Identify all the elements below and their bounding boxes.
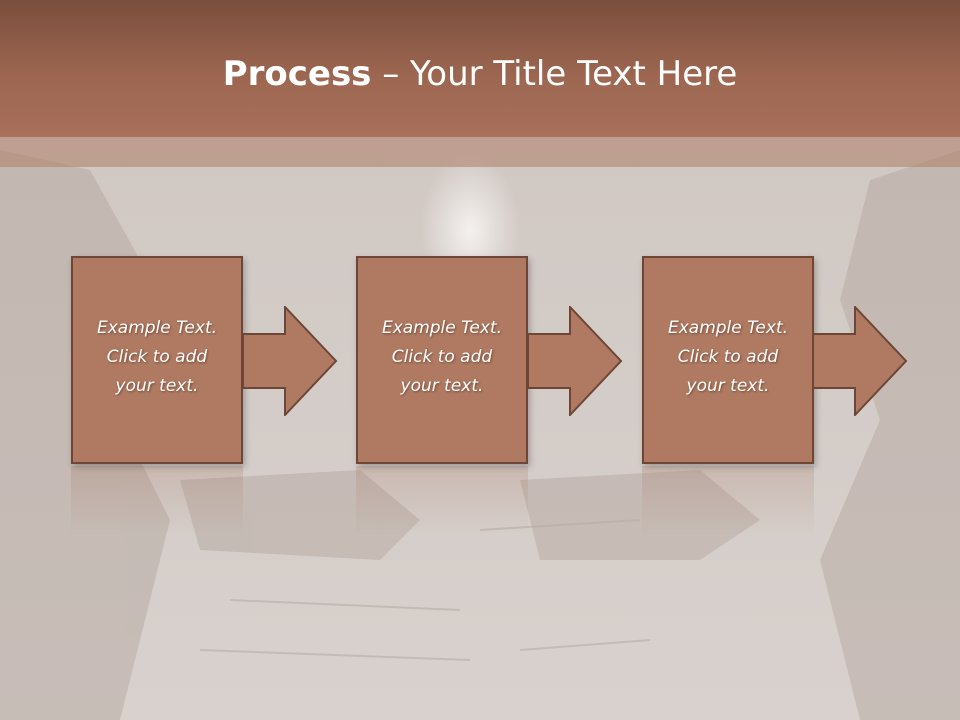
title-bold: Process (222, 54, 372, 94)
step-1-text[interactable]: Example Text. Click to add your text. (96, 318, 218, 396)
slide-title[interactable]: Process – Your Title Text Here (0, 52, 960, 96)
arrow-right-icon (528, 306, 623, 416)
title-band (0, 137, 960, 167)
step-2-reflection (356, 466, 528, 536)
arrow-right-icon (243, 306, 338, 416)
step-3-reflection (642, 466, 814, 536)
process-step-1[interactable]: Example Text. Click to add your text. (71, 256, 243, 464)
step-1-reflection (71, 466, 243, 536)
process-step-2[interactable]: Example Text. Click to add your text. (356, 256, 528, 464)
step-2-text[interactable]: Example Text. Click to add your text. (381, 318, 503, 396)
step-3-text[interactable]: Example Text. Click to add your text. (667, 318, 789, 396)
title-bar (0, 0, 960, 137)
arrow-right-icon (813, 306, 908, 416)
title-rest: – Your Title Text Here (371, 54, 738, 94)
process-step-3[interactable]: Example Text. Click to add your text. (642, 256, 814, 464)
